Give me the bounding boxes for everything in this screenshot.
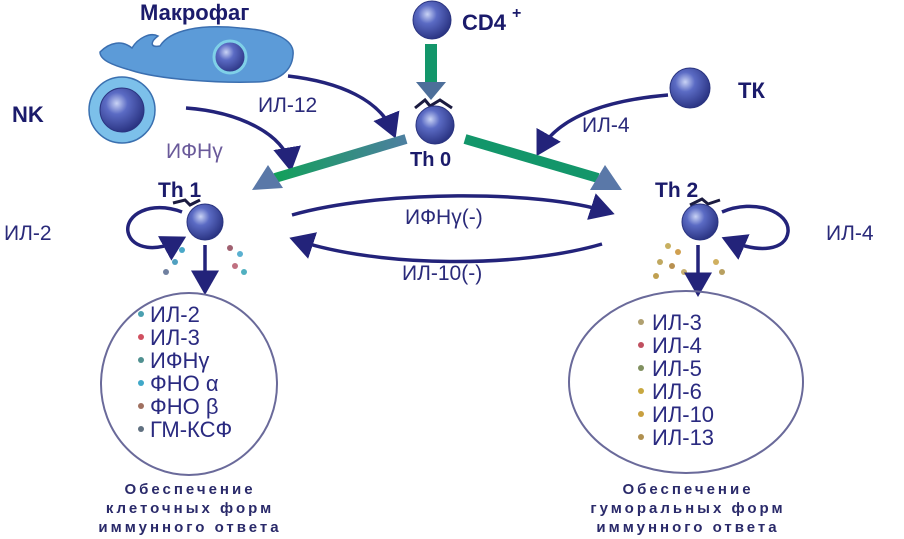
th1-caption: Обеспечение клеточных форм иммунного отв… [98,481,281,536]
list-item: ИЛ-2 [150,302,200,327]
list-item: ФНО α [150,371,219,396]
th2-caption: Обеспечение гуморальных форм иммунного о… [590,481,785,536]
th0-cell-icon [415,105,455,145]
ifng-arrow [185,106,301,172]
th1-receptor-icon [172,198,201,207]
list-item: ГМ-КСФ [150,417,232,442]
nk-cell-icon [88,76,156,144]
list-item: ИЛ-5 [652,356,702,381]
cd4-cell-icon [412,0,452,40]
il2-loop-arrow [126,205,187,261]
th2-cytokine-dots-icon [653,243,725,279]
list-item: ИЛ-10 [652,402,714,427]
th1-cytokine-list: ИЛ-2 ИЛ-3 ИФНγ ФНО α ФНО β ГМ-КСФ [138,302,232,442]
list-item: ИЛ-3 [150,325,200,350]
caption-line: клеточных форм [106,500,274,517]
ifng-inhibition-arrow [291,193,615,220]
caption-line: иммунного ответа [596,519,779,536]
th2-cell-icon [681,203,719,241]
th2-label: Th 2 [655,179,698,202]
caption-line: гуморальных форм [590,500,785,517]
il12-arrow [287,74,400,139]
il10-inhibition-label: ИЛ-10(-) [402,262,482,285]
ifng-label: ИФНγ [166,140,223,163]
cd4-label: CD4 [462,10,507,35]
th0-to-th2-arrow [463,134,622,190]
th2-cytokine-circle [568,290,804,474]
macrophage-label: Макрофаг [140,0,249,25]
th1-cytokine-circle [100,292,278,476]
th2-receptor-icon [689,197,721,207]
macrophage-cell-icon [99,26,294,83]
il2-loop-label: ИЛ-2 [4,222,52,245]
list-item: ИФНγ [150,348,209,373]
il4-loop-arrow [721,204,790,260]
caption-line: Обеспечение [124,481,255,498]
list-item: ИЛ-6 [652,379,702,404]
ifng-inhibition-label: ИФНγ(-) [405,206,483,229]
cd4-to-th0-arrow [416,44,446,100]
th1-label: Th 1 [158,179,201,202]
th0-label: Th 0 [410,149,451,171]
caption-line: иммунного ответа [98,519,281,536]
tk-cell-icon [669,67,711,109]
il4-tk-label: ИЛ-4 [582,114,630,137]
caption-line: Обеспечение [622,481,753,498]
th1-cell-icon [186,203,224,241]
il10-inhibition-arrow [289,232,603,264]
list-item: ФНО β [150,394,219,419]
th0-receptor-icon [414,97,453,110]
th2-cytokine-list: ИЛ-3 ИЛ-4 ИЛ-5 ИЛ-6 ИЛ-10 ИЛ-13 [638,310,714,450]
cd4-superscript: + [512,5,521,22]
list-item: ИЛ-4 [652,333,702,358]
th0-to-th1-arrow [252,134,408,190]
il4-loop-label: ИЛ-4 [826,222,874,245]
nk-label: NK [12,102,44,127]
list-item: ИЛ-13 [652,425,714,450]
tk-to-th0-arrow [536,93,669,157]
list-item: ИЛ-3 [652,310,702,335]
il12-label: ИЛ-12 [258,94,317,117]
tk-label: ТК [738,78,765,103]
